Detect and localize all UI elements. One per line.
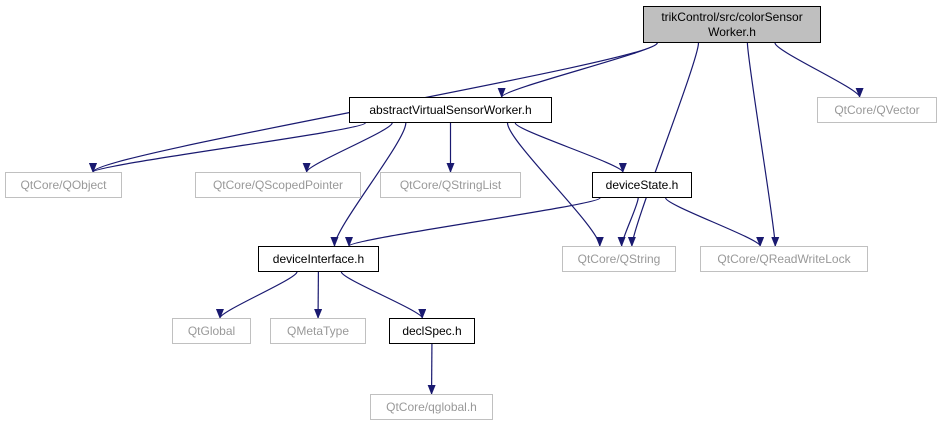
- node-qscopedpointer[interactable]: QtCore/QScopedPointer: [195, 172, 361, 198]
- edge-abstract-to-devicestate: [514, 122, 627, 173]
- node-qtglobal[interactable]: QtGlobal: [172, 318, 251, 344]
- edge-abstract-to-deviceinterface: [330, 122, 407, 247]
- node-root-label-line1: trikControl/src/colorSensor: [661, 9, 803, 24]
- edge-deviceinterface-to-declspec: [340, 271, 427, 319]
- node-device-state[interactable]: deviceState.h: [592, 172, 692, 198]
- node-declspec[interactable]: declSpec.h: [389, 318, 475, 344]
- edge-root-to-qvector: [774, 42, 864, 98]
- node-qstring[interactable]: QtCore/QString: [562, 246, 676, 272]
- node-root-header[interactable]: trikControl/src/colorSensor Worker.h: [643, 6, 821, 43]
- edge-devicestate-to-qstring: [617, 197, 639, 247]
- node-root-label-line2: Worker.h: [708, 24, 756, 39]
- node-qvector[interactable]: QtCore/QVector: [817, 97, 937, 123]
- edge-abstract-to-qstring: [506, 122, 604, 247]
- node-qglobal-h[interactable]: QtCore/qglobal.h: [370, 394, 493, 420]
- node-qmetatype[interactable]: QMetaType: [270, 318, 366, 344]
- edge-root-to-qrwlock: [746, 42, 780, 247]
- edge-root-to-abstract: [497, 42, 658, 98]
- edge-abstract-to-qscoped: [302, 122, 393, 173]
- edge-root-to-qstring: [627, 42, 700, 247]
- edge-abstract-to-qobject: [89, 122, 366, 173]
- node-device-interface[interactable]: deviceInterface.h: [258, 246, 379, 272]
- node-abstract-virtual-sensor-worker[interactable]: abstractVirtualSensorWorker.h: [349, 97, 552, 123]
- node-qreadwritelock[interactable]: QtCore/QReadWriteLock: [700, 246, 868, 272]
- edge-deviceinterface-to-qtglobal: [216, 271, 298, 319]
- node-qstringlist[interactable]: QtCore/QStringList: [380, 172, 521, 198]
- edge-devicestate-to-deviceinterface: [345, 197, 601, 247]
- node-qobject[interactable]: QtCore/QObject: [5, 172, 122, 198]
- edge-devicestate-to-qrwlock: [665, 197, 765, 247]
